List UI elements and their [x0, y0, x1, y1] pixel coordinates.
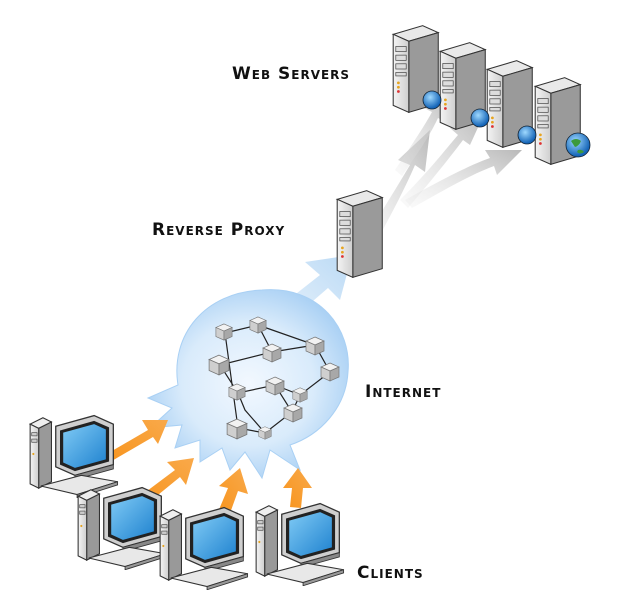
network-cube-icon [249, 316, 267, 334]
desktop-computer-icon [159, 506, 249, 590]
clients-label: Clients [357, 563, 424, 583]
network-cube-icon [262, 343, 282, 363]
desktop-computer-icon [29, 414, 119, 498]
internet-cloud [146, 289, 349, 480]
internet-label: Internet [365, 382, 442, 402]
reverse-proxy-server-icon [336, 190, 383, 278]
network-cube-icon [265, 376, 285, 396]
network-cube-icon [258, 426, 272, 440]
web-servers-group [392, 25, 591, 165]
web-servers-label: Web Servers [232, 64, 351, 84]
globe-icon [422, 90, 591, 158]
network-cube-icon [320, 362, 340, 382]
network-cube-icon [305, 336, 325, 356]
network-cube-icon [215, 323, 233, 341]
network-cube-icon [208, 354, 230, 376]
desktop-computer-icon [255, 502, 345, 586]
network-cube-icon [226, 418, 248, 440]
network-cube-icon [292, 387, 308, 403]
network-cube-icon [228, 383, 246, 401]
reverse-proxy-label: Reverse Proxy [152, 220, 286, 240]
network-cube-icon [283, 403, 303, 423]
desktop-computer-icon [77, 486, 167, 570]
